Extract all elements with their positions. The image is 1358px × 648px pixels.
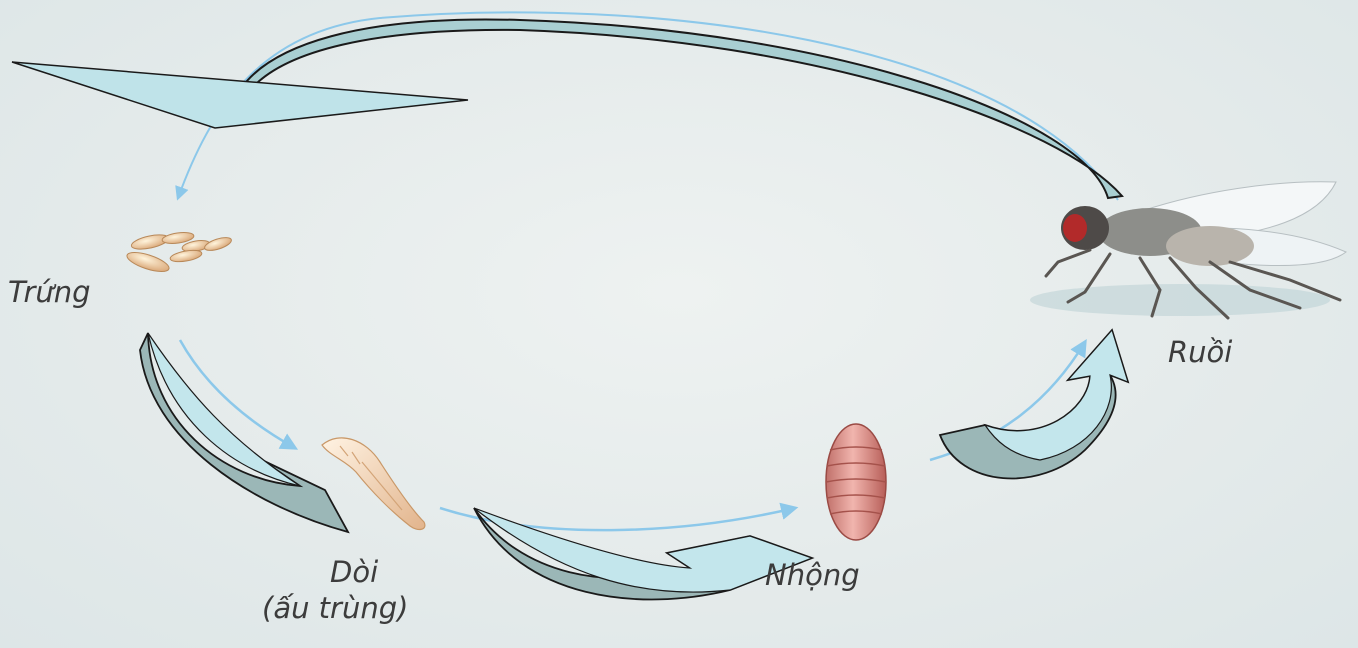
- pupa-icon: [826, 424, 886, 540]
- label-adult: Ruồi: [1168, 336, 1232, 369]
- label-larva-sub: (ấu trùng): [262, 592, 408, 625]
- big-arrows: [12, 19, 1128, 599]
- big-arrow-egg-to-larva: [140, 333, 348, 532]
- fly-icon: [1030, 182, 1346, 318]
- big-arrow-adult-to-egg-head: [12, 62, 468, 128]
- big-arrow-pupa-to-adult-inner: [985, 330, 1128, 460]
- eggs-icon: [125, 231, 233, 276]
- big-arrow-larva-to-pupa-inner: [474, 508, 812, 592]
- label-egg: Trứng: [8, 276, 91, 309]
- label-pupa: Nhộng: [765, 559, 860, 592]
- cycle-line-egg-to-larva: [180, 340, 295, 448]
- label-larva: Dòi: [330, 556, 378, 589]
